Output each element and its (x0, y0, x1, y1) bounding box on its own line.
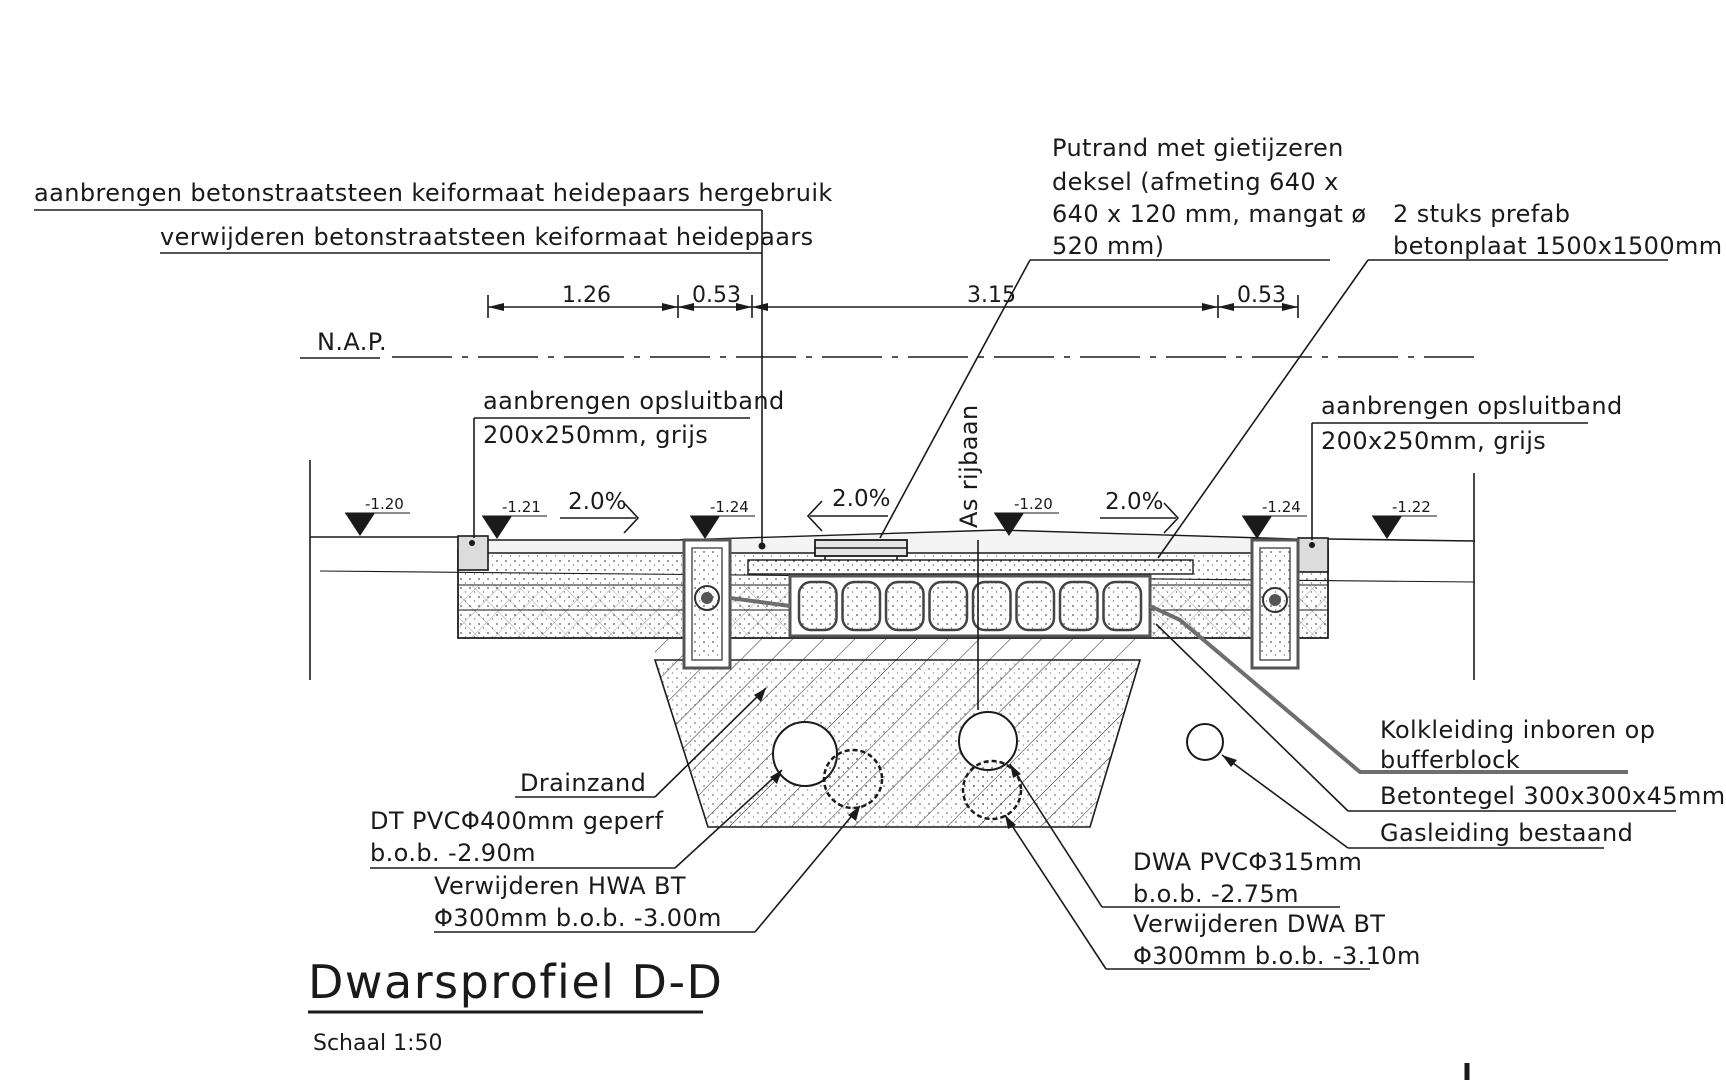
svg-text:-1.20: -1.20 (365, 495, 404, 513)
dim-3: 3.15 (967, 283, 1016, 308)
label-hwa-2: Φ300mm b.o.b. -3.00m (434, 904, 722, 932)
label-putrand-1: Putrand met gietijzeren (1052, 134, 1344, 162)
dimension-line: 1.26 0.53 3.15 0.53 (487, 283, 1299, 318)
label-dwa-bt-2: Φ300mm b.o.b. -3.10m (1133, 942, 1421, 970)
label-curb-right-2: 200x250mm, grijs (1321, 427, 1546, 455)
level-markers: -1.20 -1.21 -1.24 -1.20 -1.24 -1.22 (345, 495, 1437, 539)
label-kolk-1: Kolkleiding inboren op (1380, 716, 1655, 744)
axis-label: As rijbaan (955, 404, 983, 528)
buffer-cell (971, 580, 1012, 632)
label-curb-left-2: 200x250mm, grijs (483, 421, 708, 449)
dim-4: 0.53 (1237, 283, 1286, 308)
svg-text:2.0%: 2.0% (1105, 489, 1163, 515)
label-dwa-bt-1: Verwijderen DWA BT (1133, 910, 1385, 938)
buffer-cell (797, 580, 838, 632)
slope-indicators: 2.0% 2.0% 2.0% (560, 486, 1180, 534)
label-dwa-1: DWA PVCΦ315mm (1133, 848, 1362, 876)
label-curb-right-1: aanbrengen opsluitband (1321, 392, 1623, 420)
dwa-bt-pipe (961, 759, 1023, 821)
label-prefab-2: betonplaat 1500x1500mm (1393, 232, 1723, 260)
buffer-cell (1058, 580, 1099, 632)
gully-right (1250, 538, 1300, 670)
dim-1: 1.26 (562, 283, 611, 308)
label-paving-reuse: aanbrengen betonstraatsteen keiformaat h… (34, 179, 833, 207)
label-tegel: Betontegel 300x300x45mm (1380, 782, 1726, 810)
label-kolk-2: bufferblock (1380, 746, 1520, 774)
gully-left (682, 538, 732, 670)
label-drainzand: Drainzand (520, 769, 646, 797)
label-nap: N.A.P. (317, 328, 387, 356)
label-putrand-4: 520 mm) (1052, 232, 1164, 260)
kolk-pipe-right (1149, 604, 1628, 774)
label-paving-remove: verwijderen betonstraatsteen keiformaat … (160, 223, 814, 251)
svg-text:-1.22: -1.22 (1392, 498, 1431, 516)
label-hwa-1: Verwijderen HWA BT (434, 872, 686, 900)
svg-text:-1.24: -1.24 (710, 498, 749, 516)
drawing-title: Dwarsprofiel D-D (308, 955, 723, 1009)
label-gas: Gasleiding bestaand (1380, 819, 1633, 847)
road-section (309, 460, 1628, 828)
buffer-cell (1015, 580, 1056, 632)
svg-text:-1.24: -1.24 (1262, 498, 1301, 516)
buffer-block (788, 574, 1152, 638)
svg-text:2.0%: 2.0% (832, 486, 890, 512)
label-dwa-2: b.o.b. -2.75m (1133, 880, 1299, 908)
label-dt-2: b.o.b. -2.90m (370, 839, 536, 867)
svg-text:-1.21: -1.21 (502, 498, 541, 516)
svg-text:-1.20: -1.20 (1014, 495, 1053, 513)
gas-pipe (1186, 723, 1224, 761)
label-prefab-1: 2 stuks prefab (1393, 200, 1570, 228)
dt-pipe (772, 721, 838, 787)
label-curb-left-1: aanbrengen opsluitband (483, 387, 785, 415)
buffer-cell (884, 580, 925, 632)
prefab-plate (747, 559, 1194, 575)
drawing-scale: Schaal 1:50 (313, 1031, 442, 1056)
dim-2: 0.53 (692, 283, 741, 308)
buffer-cell (1102, 580, 1143, 632)
buffer-cell (841, 580, 882, 632)
label-dt-1: DT PVCΦ400mm geperf (370, 807, 664, 835)
buffer-cell (928, 580, 969, 632)
hwa-pipe (822, 748, 884, 810)
annotations: aanbrengen betonstraatsteen keiformaat h… (34, 134, 1726, 970)
label-putrand-3: 640 x 120 mm, mangat ø (1052, 200, 1366, 228)
label-putrand-2: deksel (afmeting 640 x (1052, 168, 1339, 196)
svg-text:2.0%: 2.0% (568, 489, 626, 515)
